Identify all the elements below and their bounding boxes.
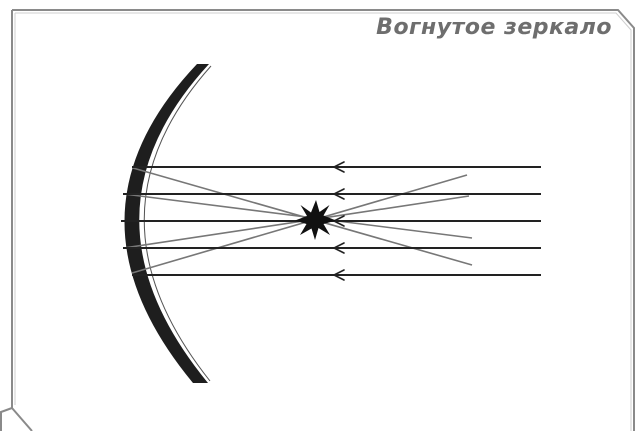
mirror-edge — [144, 66, 211, 381]
mirror-back — [124, 64, 209, 383]
star-burst-icon — [295, 200, 336, 240]
concave-mirror — [124, 64, 211, 383]
reflected-ray-2 — [124, 194, 472, 238]
reflected-ray-4 — [132, 175, 467, 273]
diagram-title: Вогнутое зеркало — [376, 15, 612, 40]
